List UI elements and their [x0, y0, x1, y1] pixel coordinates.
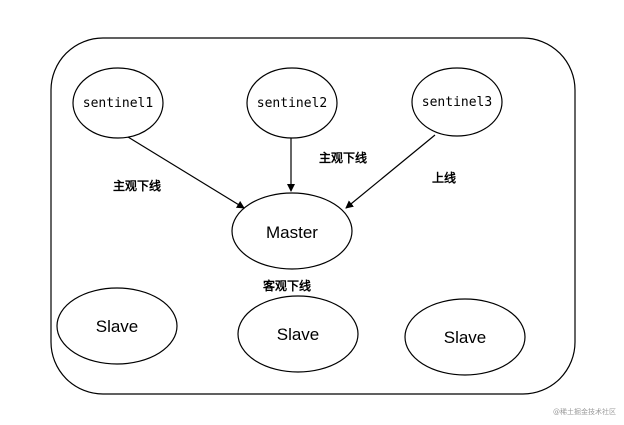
edge-sentinel3-to-master	[345, 134, 436, 209]
sentinel3-label: sentinel3	[422, 95, 492, 110]
slave3-node: Slave	[404, 298, 526, 376]
slave2-node: Slave	[237, 295, 359, 373]
edge-label-sentinel1: 主观下线	[113, 178, 161, 193]
slave1-ellipse	[56, 287, 178, 365]
master-node: Master	[231, 192, 353, 270]
master-label: Master	[266, 223, 318, 242]
sentinel2-ellipse	[246, 67, 338, 139]
edge-sentinel1-to-master	[127, 136, 245, 209]
sentinel1-label: sentinel1	[83, 96, 153, 111]
master-status-label: 客观下线	[262, 278, 311, 293]
sentinel2-node: sentinel2	[246, 67, 338, 139]
slave3-ellipse	[404, 298, 526, 376]
edge-label-sentinel3: 上线	[432, 170, 456, 185]
sentinel1-ellipse	[72, 67, 164, 139]
slave3-label: Slave	[444, 328, 487, 347]
sentinel1-node: sentinel1	[72, 67, 164, 139]
master-ellipse	[231, 192, 353, 270]
sentinel2-label: sentinel2	[257, 96, 327, 111]
sentinel3-ellipse	[411, 67, 503, 137]
slave1-node: Slave	[56, 287, 178, 365]
slave2-ellipse	[237, 295, 359, 373]
watermark-text: @稀土掘金技术社区	[553, 407, 616, 416]
slave2-label: Slave	[277, 325, 320, 344]
edge-label-sentinel2: 主观下线	[319, 150, 367, 165]
slave1-label: Slave	[96, 317, 139, 336]
sentinel3-node: sentinel3	[411, 67, 503, 137]
